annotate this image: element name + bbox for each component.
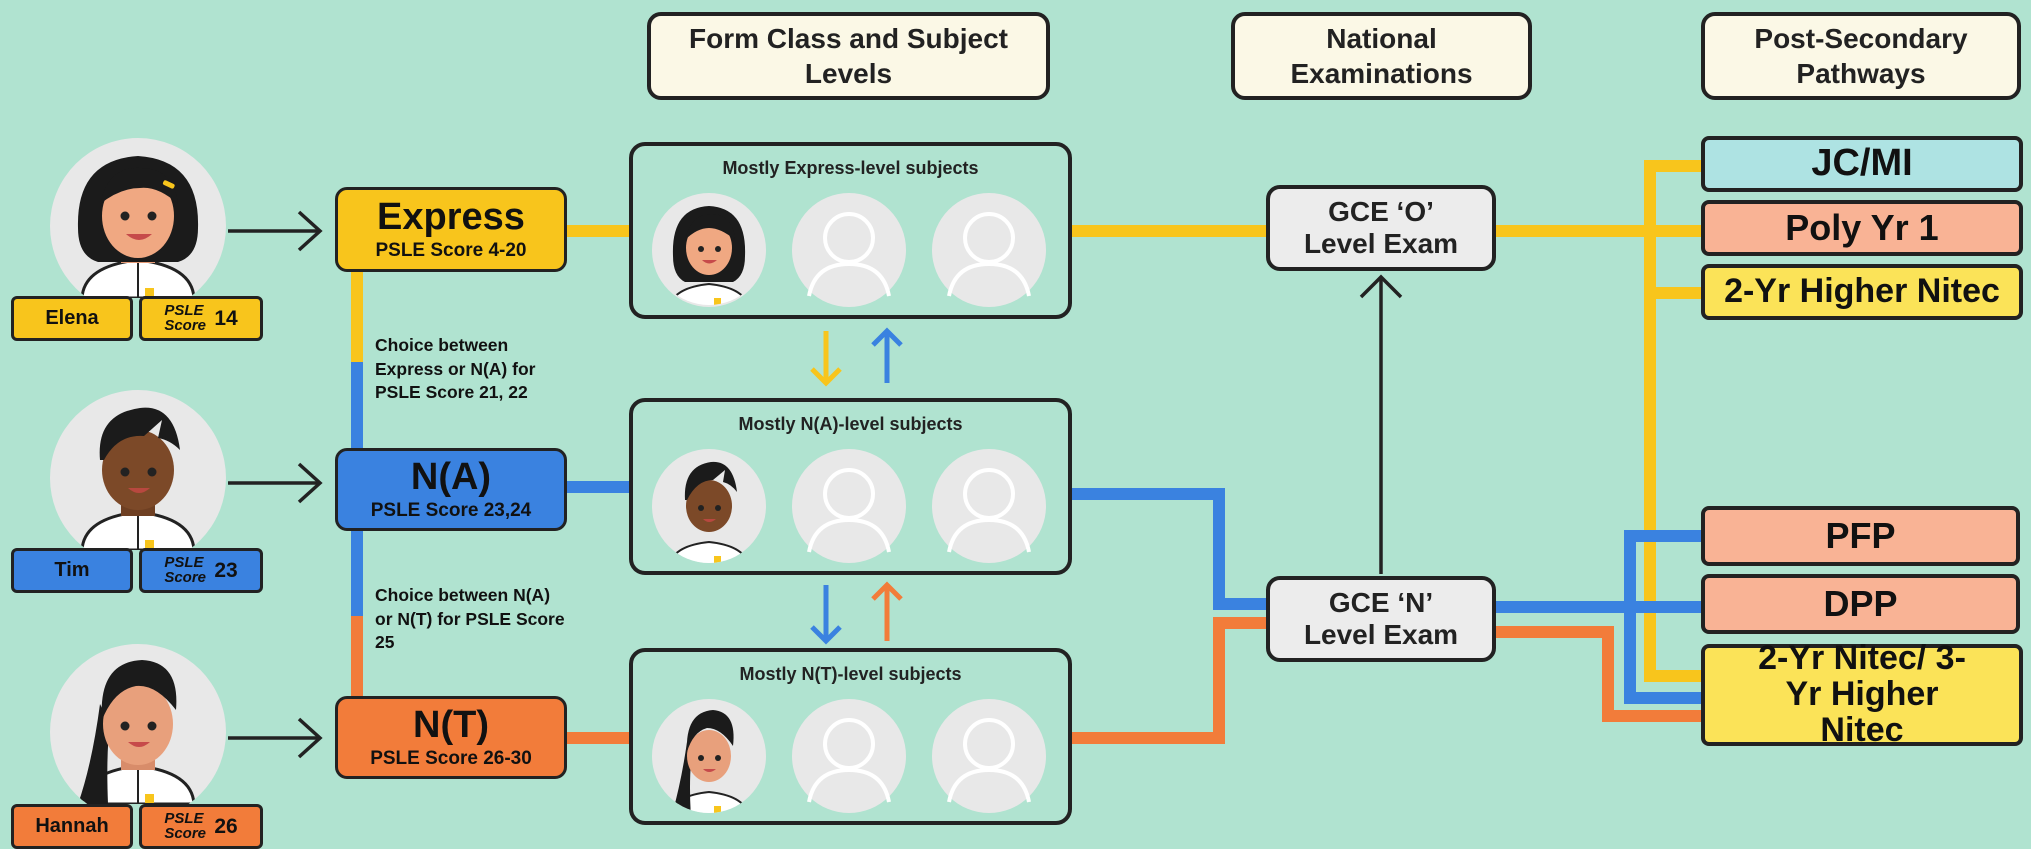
psle-value: 14 [214,306,238,330]
pathway-jc-mi: JC/MI [1701,136,2023,192]
transfer-arrows [810,327,903,645]
pathway-2yr-higher-nitec: 2-Yr Higher Nitec [1701,264,2023,320]
psle-label: PSLE Score [164,554,207,586]
choice-note-express-na: Choice between Express or N(A) for PSLE … [375,335,536,403]
class-na: Mostly N(A)-level subjects [629,398,1072,575]
class-nt: Mostly N(T)-level subjects [629,648,1072,825]
class-caption: Mostly N(T)-level subjects [739,664,962,684]
choice-note-na-nt: Choice between N(A) or N(T) for PSLE Sco… [375,585,565,653]
pathway-pfp: PFP [1701,506,2020,566]
exam-label: GCE ‘O’ Level Exam [1303,195,1459,259]
psle-value: 26 [214,814,238,838]
header-post-secondary: Post-Secondary Pathways [1701,12,2021,100]
class-caption: Mostly Express-level subjects [722,158,979,178]
psle-badge-tim: PSLE Score 23 [139,548,263,593]
level-express: Express PSLE Score 4-20 [335,187,567,272]
psle-label: PSLE Score [164,810,207,842]
pathway-poly-yr1: Poly Yr 1 [1701,200,2023,256]
psle-label: PSLE Score [164,302,207,334]
na-route-lines [351,362,1705,704]
class-students [652,193,1046,307]
header-form-class: Form Class and Subject Levels [647,12,1050,100]
psle-value: 23 [214,558,238,582]
student-name-hannah: Hannah [11,804,133,849]
student-arrows [228,210,1403,759]
exam-o-level: GCE ‘O’ Level Exam [1266,185,1496,271]
psle-badge-hannah: PSLE Score 26 [139,804,263,849]
student-hannah-avatar [48,644,228,820]
class-express: Mostly Express-level subjects [629,142,1072,319]
level-title: N(T) [413,703,489,746]
level-na: N(A) PSLE Score 23,24 [335,448,567,531]
class-students [652,699,1046,813]
student-tim-avatar [48,390,228,566]
nt-route-lines [351,616,1705,744]
exam-n-level: GCE ‘N’ Level Exam [1266,576,1496,662]
pathway-nitec: 2-Yr Nitec/ 3-Yr Higher Nitec [1701,641,2023,748]
level-score: PSLE Score 4-20 [375,239,527,261]
student-name-elena: Elena [11,296,133,341]
student-name-tim: Tim [11,548,133,593]
level-score: PSLE Score 26-30 [370,747,532,769]
psle-badge-elena: PSLE Score 14 [139,296,263,341]
level-score: PSLE Score 23,24 [370,499,532,521]
level-title: N(A) [410,455,492,498]
pathway-dpp: DPP [1701,574,2020,634]
student-elena-avatar [48,138,228,314]
header-national-exams: National Examinations [1231,12,1532,100]
class-caption: Mostly N(A)-level subjects [738,414,963,434]
express-route-lines [351,160,1705,682]
class-students [652,449,1046,563]
exam-label: GCE ‘N’ Level Exam [1303,586,1459,650]
level-title: Express [377,195,525,238]
level-nt: N(T) PSLE Score 26-30 [335,696,567,779]
